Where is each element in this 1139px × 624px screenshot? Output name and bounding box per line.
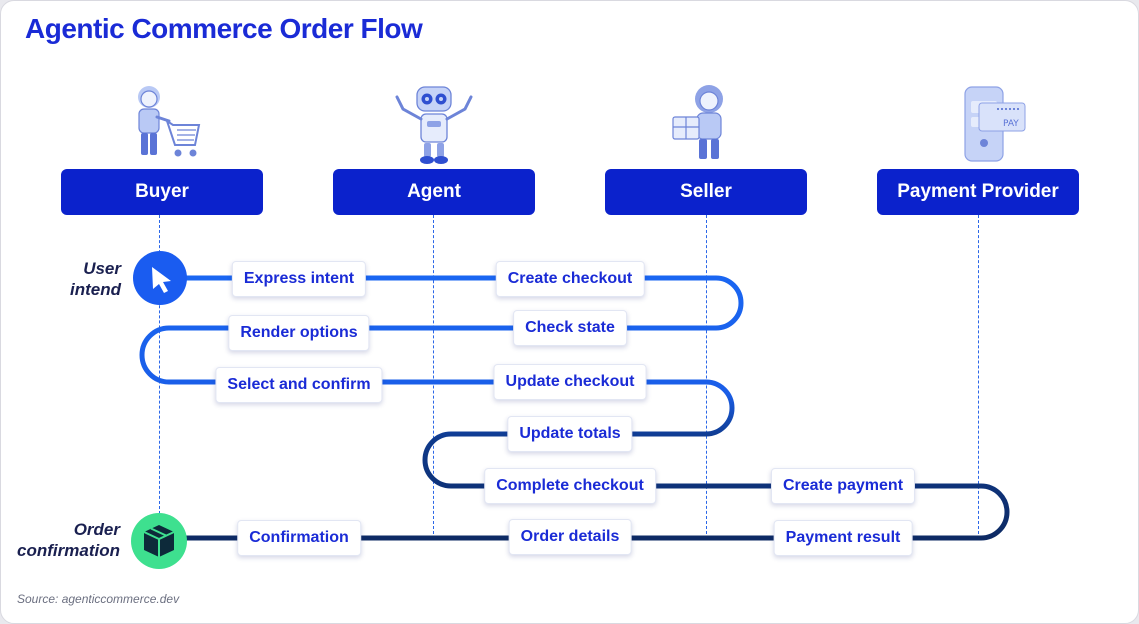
step-express-intent: Express intent [231,261,367,297]
seller-illustration [672,85,723,159]
robot-illustration [395,86,473,164]
step-check-state: Check state [513,310,627,346]
actor-agent: Agent [333,169,535,215]
step-render-options: Render options [228,315,370,351]
step-order-details: Order details [508,519,632,555]
end-label-line2: confirmation [17,541,120,560]
pay-card-label: PAY [1003,119,1019,129]
step-update-totals: Update totals [507,416,633,452]
lifeline-buyer [159,215,160,519]
end-label: Order confirmation [17,519,120,561]
step-complete-checkout: Complete checkout [484,468,656,504]
actor-buyer: Buyer [61,169,263,215]
end-label-line1: Order [73,520,120,539]
page-title: Agentic Commerce Order Flow [25,13,423,44]
lifeline-seller [706,215,707,539]
buyer-illustration [138,86,201,157]
step-select-and-confirm: Select and confirm [215,367,383,403]
lifeline-agent [433,215,434,539]
start-label-line2: intend [70,280,121,299]
flow-path-bright [139,275,1010,541]
actor-payment-provider: Payment Provider [877,169,1079,215]
start-label: User intend [70,258,121,300]
lifeline-payment-provider [978,215,979,539]
source-note: Source: agenticcommerce.dev [17,592,180,606]
start-label-line1: User [83,259,121,278]
cursor-icon [133,251,187,305]
actor-seller: Seller [605,169,807,215]
step-create-checkout: Create checkout [495,261,645,297]
step-confirmation: Confirmation [237,520,361,556]
step-update-checkout: Update checkout [493,364,647,400]
payment-phone-illustration: PAY [964,86,1026,162]
step-create-payment: Create payment [770,468,916,504]
step-payment-result: Payment result [773,520,913,556]
package-icon [131,513,187,569]
